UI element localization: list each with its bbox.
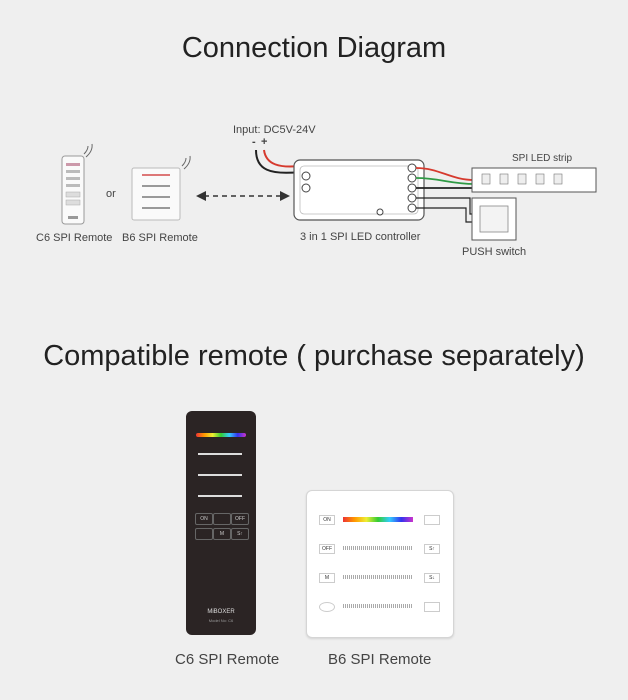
connection-diagram	[61, 143, 597, 241]
b6-s1-button: S↑	[424, 544, 440, 554]
c6-remote-label: C6 SPI Remote	[36, 232, 113, 244]
speed-slider	[198, 495, 242, 497]
b6-on-button: ON	[319, 515, 335, 525]
b6-remote-label: B6 SPI Remote	[122, 232, 198, 244]
minus-sign: -	[252, 136, 256, 148]
b6-saturation-slider	[343, 575, 413, 579]
spi-led-strip	[471, 167, 597, 193]
b6-panel-image: ON OFF M S↑ S↓	[306, 490, 454, 638]
wireless-link-arrow	[196, 191, 290, 201]
on-button: ON	[195, 513, 213, 525]
b6-s2-button: S↓	[424, 573, 440, 583]
strip-wires	[415, 167, 482, 223]
c6-remote-small-icon	[61, 155, 85, 225]
b6-off-button: OFF	[319, 544, 335, 554]
b6-brightness-slider	[343, 546, 413, 550]
or-label: or	[106, 188, 116, 200]
brand-logo: MiBOXER	[207, 609, 235, 615]
b6-panel-small-icon	[131, 167, 181, 221]
input-voltage-label: Input: DC5V-24V	[233, 124, 316, 136]
c6-remote-caption: C6 SPI Remote	[175, 651, 280, 668]
signal-waves-icon	[83, 143, 93, 158]
b6-mode-button	[319, 602, 335, 612]
speed-down-button	[195, 528, 213, 540]
speed-up-button: S↑	[231, 528, 249, 540]
signal-waves-icon	[181, 155, 191, 170]
led-controller-device	[293, 159, 425, 221]
m-button: M	[213, 528, 231, 540]
b6-color-slider	[343, 517, 413, 522]
connection-diagram-title: Connection Diagram	[181, 32, 447, 64]
push-switch-device	[471, 197, 517, 241]
brightness-slider	[198, 453, 242, 455]
b6-mode-switch-button	[424, 515, 440, 525]
off-button: OFF	[231, 513, 249, 525]
mode-button	[213, 513, 231, 525]
controller-label: 3 in 1 SPI LED controller	[300, 231, 421, 243]
b6-m-button: M	[319, 573, 335, 583]
plus-sign: +	[261, 136, 268, 148]
b6-speed-slider	[343, 604, 413, 608]
b6-s3-button	[424, 602, 440, 612]
compatible-remote-title: Compatible remote ( purchase separately)	[43, 340, 585, 372]
model-text: Model No: C6	[208, 618, 234, 623]
push-switch-label: PUSH switch	[462, 246, 527, 258]
color-slider	[196, 433, 246, 437]
b6-remote-caption: B6 SPI Remote	[328, 651, 432, 668]
saturation-slider	[198, 474, 242, 476]
c6-remote-image: ON OFF M S↑ MiBOXER Model No: C6	[186, 411, 256, 635]
strip-label: SPI LED strip	[512, 153, 573, 164]
